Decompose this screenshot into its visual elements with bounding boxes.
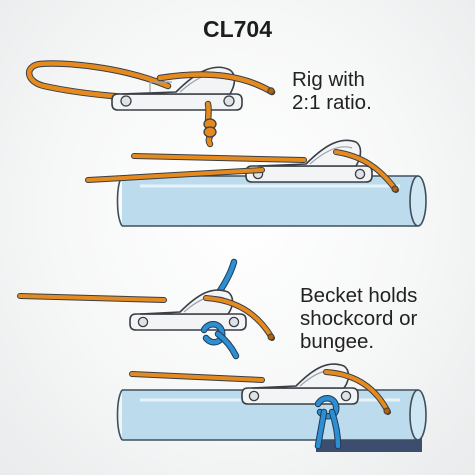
caption-line: bungee. xyxy=(300,330,375,353)
panel-4-becket-on-spar xyxy=(116,363,427,452)
shockcord-icon xyxy=(200,321,240,360)
caption-line: shockcord or xyxy=(300,307,418,330)
screw-icon xyxy=(223,95,235,107)
caption-line: Becket holds xyxy=(300,284,418,307)
screw-icon xyxy=(137,316,149,328)
spar-tube-icon xyxy=(116,175,427,227)
screw-icon xyxy=(120,95,132,107)
rig-caption: Rig with 2:1 ratio. xyxy=(292,68,372,114)
screw-icon xyxy=(340,390,352,402)
screw-icon xyxy=(228,316,240,328)
caption-line: 2:1 ratio. xyxy=(292,91,372,114)
shockcord-icon xyxy=(314,395,342,450)
panel-1-rig xyxy=(26,60,276,148)
cam-cleat-icon xyxy=(241,363,359,405)
screw-icon xyxy=(248,390,260,402)
caption-line: Rig with xyxy=(292,68,365,91)
panel-3-becket xyxy=(17,258,275,360)
screw-icon xyxy=(354,168,366,180)
becket-caption: Becket holds shockcord or bungee. xyxy=(300,284,417,353)
page-title: CL704 xyxy=(202,16,273,42)
cam-cleat-icon xyxy=(129,289,247,331)
panel-2-rig-on-spar xyxy=(85,139,427,227)
